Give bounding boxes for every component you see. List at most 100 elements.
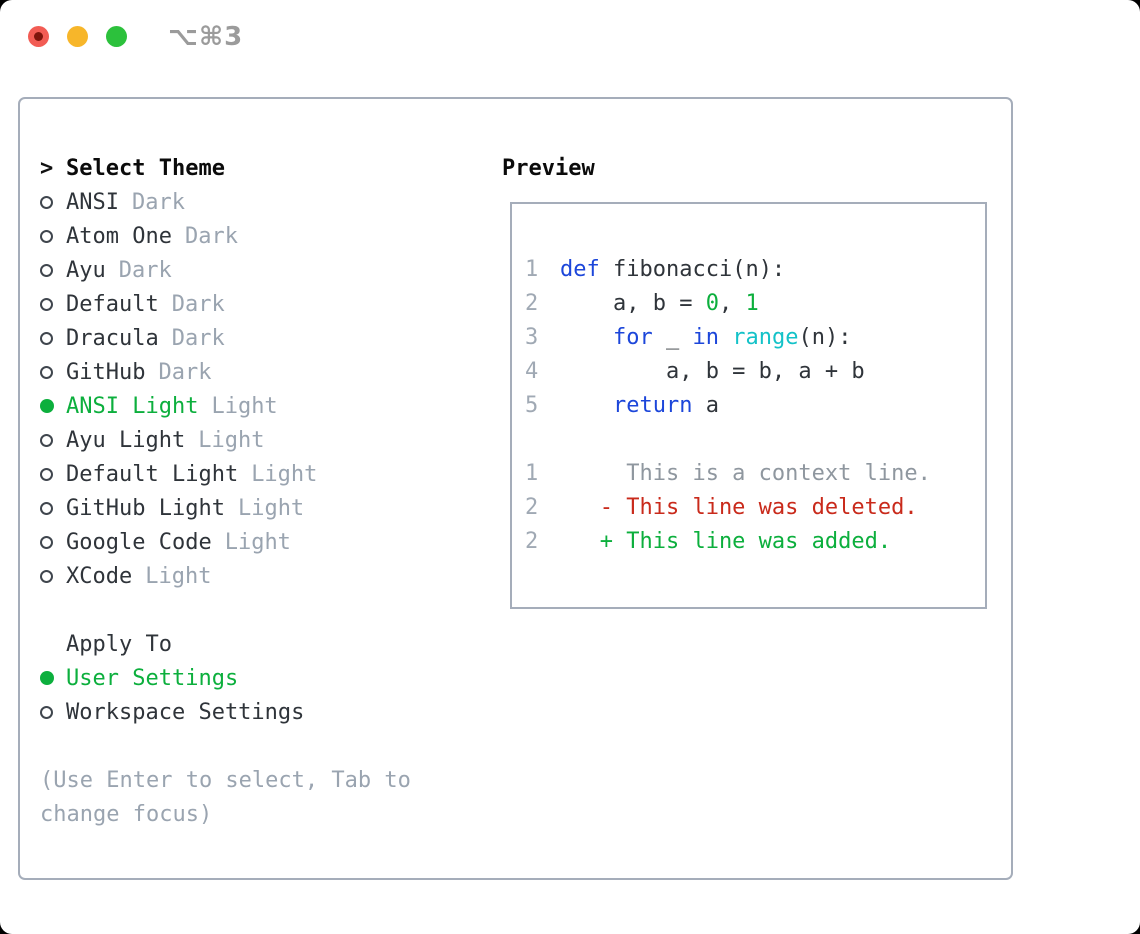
code-token-builtin: range [732, 324, 799, 350]
hint-line-2: change focus) [40, 801, 213, 827]
radio-icon [40, 331, 66, 345]
code-token-keyword: def [560, 256, 600, 282]
theme-option-label: Default Light [66, 461, 239, 487]
circle-icon [40, 229, 53, 243]
circle-icon [40, 467, 53, 481]
line-number: 1 [525, 256, 539, 282]
apply-option-user-settings[interactable]: User Settings [40, 661, 490, 695]
code-token-plain: a [692, 392, 719, 418]
radio-icon [40, 501, 66, 515]
diff-text: + This line was added. [560, 528, 892, 554]
diff-line-context: 1 This is a context line. [525, 456, 985, 490]
radio-icon [40, 297, 66, 311]
radio-icon [40, 229, 66, 243]
theme-variant-tag: Light [198, 427, 265, 453]
radio-icon [40, 365, 66, 379]
theme-variant-tag: Light [251, 461, 318, 487]
code-token-keyword: in [692, 324, 719, 350]
theme-option-label: Atom One [66, 223, 172, 249]
theme-option-dracula[interactable]: Dracula Dark [40, 321, 490, 355]
line-number: 2 [525, 290, 539, 316]
code-token-plain: a, b = [560, 290, 706, 316]
minimize-button[interactable] [67, 26, 88, 47]
theme-option-label: Ayu Light [66, 427, 186, 453]
code-line: 2 a, b = 0, 1 [525, 286, 985, 320]
apply-to-header: Apply To [40, 627, 490, 661]
selected-radio-icon [40, 399, 66, 413]
select-theme-header: > Select Theme [40, 151, 490, 185]
theme-option-github-light[interactable]: GitHub Light Light [40, 491, 490, 525]
circle-icon [40, 263, 53, 277]
line-number: 1 [525, 460, 539, 486]
code-token-plain: , [718, 290, 746, 316]
select-theme-title: Select Theme [66, 155, 225, 181]
theme-variant-tag: Light [224, 529, 291, 555]
filled-circle-icon [40, 671, 54, 685]
apply-option-label: User Settings [66, 665, 239, 691]
diff-text: - This line was deleted. [560, 494, 918, 520]
diff-text: This is a context line. [560, 460, 931, 486]
diff-line-deleted: 2 - This line was deleted. [525, 490, 985, 524]
radio-icon [40, 195, 66, 209]
filled-circle-icon [40, 399, 54, 413]
code-token-plain [560, 393, 613, 418]
code-token-keyword: return [612, 392, 693, 418]
radio-icon [40, 433, 66, 447]
theme-option-ayu-light[interactable]: Ayu Light Light [40, 423, 490, 457]
circle-icon [40, 365, 53, 379]
prompt-icon: > [40, 155, 54, 181]
code-token-plain [560, 325, 613, 350]
spacer [40, 593, 490, 627]
code-token-plain: _ [652, 324, 693, 350]
theme-option-label: Dracula [66, 325, 159, 351]
code-token-keyword: for [612, 324, 653, 350]
circle-icon [40, 705, 53, 719]
line-number: 2 [525, 528, 539, 554]
circle-icon [40, 331, 53, 345]
theme-variant-tag: Light [145, 563, 212, 589]
theme-option-google-code[interactable]: Google Code Light [40, 525, 490, 559]
code-line: 1 def fibonacci(n): [525, 252, 985, 286]
radio-icon [40, 705, 66, 719]
diff-line-added: 2 + This line was added. [525, 524, 985, 558]
theme-variant-tag: Dark [158, 359, 212, 385]
theme-variant-tag: Light [211, 393, 278, 419]
code-line: 4 a, b = b, a + b [525, 354, 985, 388]
close-button[interactable] [28, 26, 49, 47]
apply-option-workspace-settings[interactable]: Workspace Settings [40, 695, 490, 729]
selected-radio-icon [40, 671, 66, 685]
zoom-button[interactable] [106, 26, 127, 47]
circle-icon [40, 195, 53, 209]
theme-variant-tag: Light [237, 495, 305, 521]
circle-icon [40, 297, 53, 311]
theme-variant-tag: Dark [171, 325, 225, 351]
theme-option-label: GitHub Light [66, 495, 225, 521]
keyboard-shortcut-label: ⌥⌘3 [168, 22, 244, 52]
circle-icon [40, 535, 53, 549]
code-token-number: 0 [705, 290, 719, 316]
line-number: 2 [525, 494, 539, 520]
circle-icon [40, 433, 53, 447]
preview-title: Preview [502, 155, 595, 181]
spacer [525, 422, 985, 456]
close-button-dot-icon [34, 32, 43, 41]
code-token-plain: fibonacci(n): [599, 256, 786, 282]
spacer [40, 729, 490, 763]
theme-option-label: Google Code [66, 529, 212, 555]
theme-option-default-light[interactable]: Default Light Light [40, 457, 490, 491]
radio-icon [40, 467, 66, 481]
code-token-plain [719, 325, 732, 350]
